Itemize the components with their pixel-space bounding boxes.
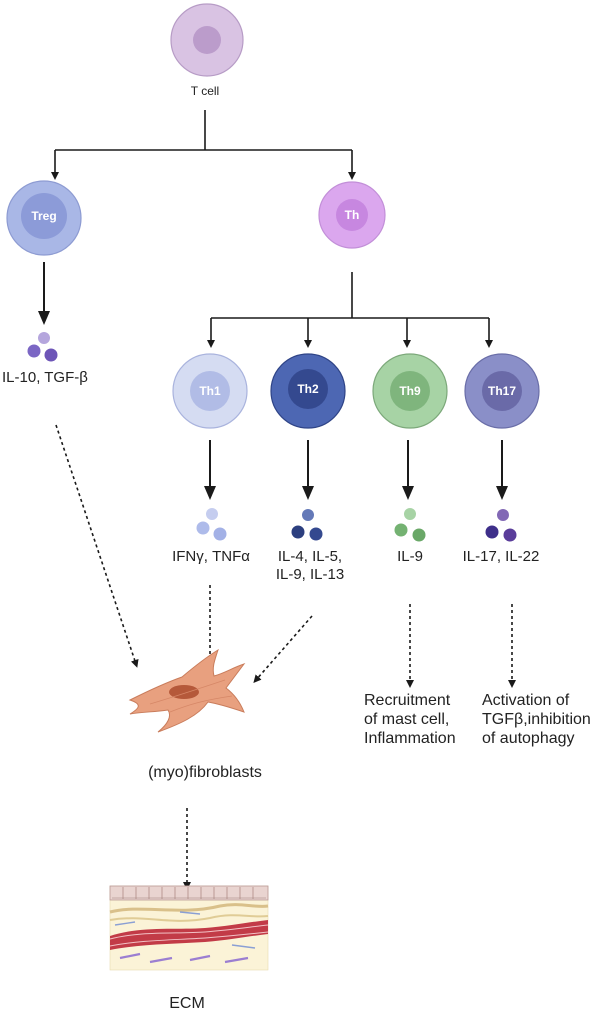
th2-products-label: IL-4, IL-5, IL-9, IL-13 — [276, 548, 344, 583]
th9-cell-icon — [372, 353, 448, 429]
th-cell-icon — [318, 181, 386, 249]
th2-cytokines-icon — [291, 509, 323, 541]
treg-label: Treg — [31, 209, 56, 223]
th9-label: Th9 — [399, 384, 421, 398]
t-cell-branch-arrows — [55, 110, 356, 176]
th9-effect-line3: Inflammation — [364, 729, 456, 747]
fibroblast-label: (myo)fibroblasts — [148, 764, 262, 781]
th9-effect-label: Recruitment of mast cell, Inflammation — [364, 692, 456, 749]
ecm-tissue-icon — [109, 885, 269, 971]
th9-products-label: IL-9 — [397, 548, 423, 565]
th-subset-arrows — [204, 440, 508, 500]
th17-effect-label: Activation of TGFβ,inhibition of autopha… — [482, 692, 600, 749]
th1-label: Th1 — [199, 384, 221, 398]
fibroblast-icon — [128, 648, 246, 733]
treg-cytokines-icon — [27, 332, 58, 362]
th-branch-arrows — [211, 272, 493, 344]
t-cell-icon — [170, 3, 244, 77]
th17-products-label: IL-17, IL-22 — [462, 548, 540, 565]
th17-effect-line2: TGFβ,inhibition — [482, 710, 591, 728]
th9-effect-line1: Recruitment — [364, 692, 451, 709]
th2-products-line1: IL-4, IL-5, — [277, 548, 343, 565]
dotted-arrows — [55, 424, 516, 890]
treg-products-label: IL-10, TGF-β — [2, 369, 88, 386]
th17-effect-line3: of autophagy — [482, 729, 575, 747]
th9-cytokines-icon — [394, 508, 426, 542]
th9-effect-line2: of mast cell, — [364, 710, 450, 728]
th1-cell-icon — [172, 353, 248, 429]
th1-products-label: IFNγ, TNFα — [172, 548, 250, 565]
th2-label: Th2 — [297, 382, 319, 396]
ecm-label: ECM — [169, 995, 205, 1012]
th17-cytokines-icon — [485, 509, 517, 542]
th2-products-line2: IL-9, IL-13 — [275, 565, 345, 583]
treg-cell-icon — [6, 180, 82, 256]
th2-cell-icon — [270, 353, 346, 429]
th17-effect-line1: Activation of — [482, 692, 570, 709]
t-cell-label: T cell — [190, 84, 220, 98]
th1-cytokines-icon — [196, 508, 227, 541]
th17-cell-icon — [464, 353, 540, 429]
th17-label: Th17 — [488, 384, 516, 398]
th-label: Th — [345, 208, 360, 222]
